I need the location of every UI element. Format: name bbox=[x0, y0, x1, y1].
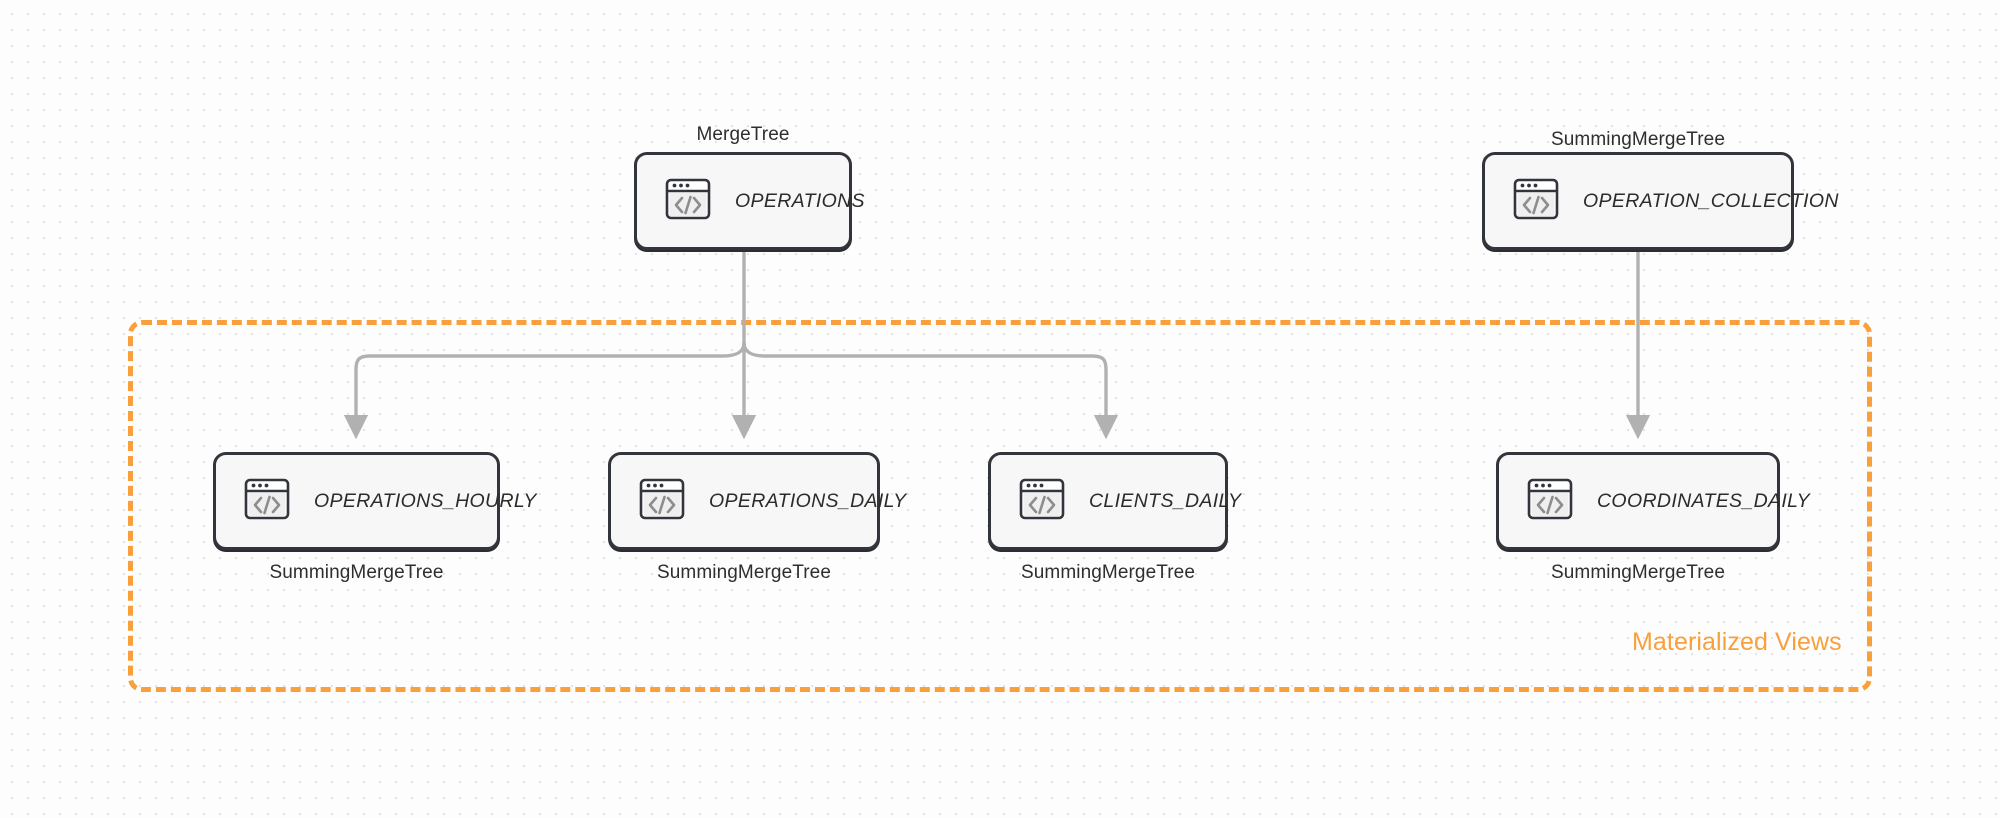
node-engine-caption-clients-daily: SummingMergeTree bbox=[1020, 562, 1196, 583]
materialized-views-group-label: Materialized Views bbox=[1632, 628, 1842, 656]
node-engine-caption-coordinates-daily: SummingMergeTree bbox=[1550, 562, 1726, 583]
node-label-operation-collection: OPERATION_COLLECTION bbox=[1583, 189, 1839, 212]
code-window-icon bbox=[637, 474, 687, 529]
node-operations[interactable]: OPERATIONS bbox=[634, 152, 865, 250]
node-engine-caption-operations-hourly: SummingMergeTree bbox=[269, 562, 444, 583]
code-window-icon bbox=[242, 474, 292, 529]
node-operations-daily[interactable]: OPERATIONS_DAILY bbox=[608, 452, 906, 550]
code-window-icon bbox=[663, 174, 713, 229]
materialized-views-group-frame bbox=[128, 320, 1872, 692]
node-label-operations: OPERATIONS bbox=[735, 189, 865, 212]
node-operation-collection[interactable]: OPERATION_COLLECTION bbox=[1482, 152, 1839, 250]
node-label-coordinates-daily: COORDINATES_DAILY bbox=[1597, 489, 1810, 512]
node-operations-hourly[interactable]: OPERATIONS_HOURLY bbox=[213, 452, 536, 550]
node-label-clients-daily: CLIENTS_DAILY bbox=[1089, 489, 1242, 512]
node-engine-caption-operation-collection: SummingMergeTree bbox=[1550, 129, 1726, 150]
code-window-icon bbox=[1017, 474, 1067, 529]
node-label-operations-hourly: OPERATIONS_HOURLY bbox=[314, 489, 537, 512]
code-window-icon bbox=[1511, 174, 1561, 229]
node-clients-daily[interactable]: CLIENTS_DAILY bbox=[988, 452, 1241, 550]
node-engine-caption-operations: MergeTree bbox=[696, 124, 790, 145]
node-engine-caption-operations-daily: SummingMergeTree bbox=[656, 562, 832, 583]
code-window-icon bbox=[1525, 474, 1575, 529]
node-label-operations-daily: OPERATIONS_DAILY bbox=[709, 489, 907, 512]
node-coordinates-daily[interactable]: COORDINATES_DAILY bbox=[1496, 452, 1810, 550]
